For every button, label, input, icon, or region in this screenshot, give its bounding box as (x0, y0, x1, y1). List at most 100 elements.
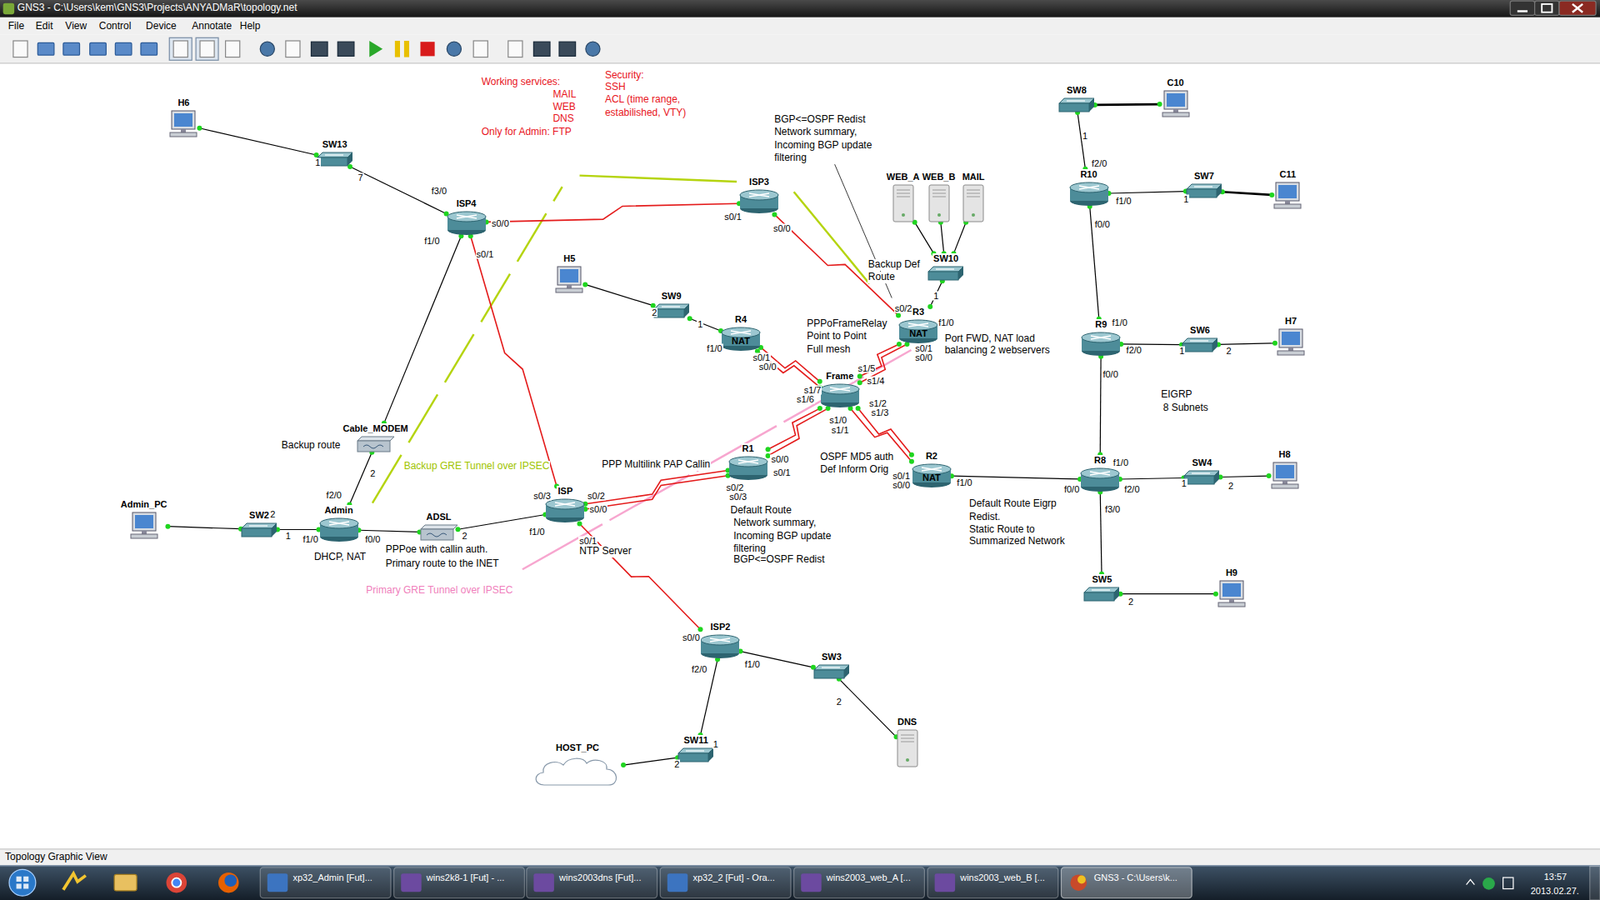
device-icon (128, 511, 160, 540)
interface-label: s0/0 (891, 480, 911, 490)
interface-label: f0/0 (1101, 370, 1119, 380)
link-status-dot (1269, 192, 1275, 198)
annotation-note: Def Inform Orig (819, 465, 890, 477)
device-icon (927, 265, 965, 281)
annotation-note: PPP Multilink PAP Callin (600, 459, 711, 471)
device-icon (966, 189, 980, 190)
ethernet-link (1120, 477, 1184, 480)
menu-item: Device (145, 20, 177, 33)
service-note: Working services: (480, 76, 561, 89)
device-icon (128, 511, 160, 540)
toolbar-icon (140, 42, 158, 55)
device-icon (814, 665, 850, 670)
network-device: WEB_B (921, 171, 957, 223)
device-icon (1070, 182, 1109, 193)
device-icon (316, 151, 354, 167)
device-icon (1214, 470, 1220, 485)
tunnel-path (580, 175, 738, 182)
interface-label: s0/1 (723, 211, 743, 221)
link-status-dot (347, 164, 353, 170)
device-name: SW6 (1189, 325, 1211, 336)
interface-label: s0/0 (914, 352, 934, 362)
network-device: H7 (1275, 315, 1307, 357)
interface-label: s0/0 (758, 361, 778, 371)
taskbar (533, 873, 554, 892)
device-name: SW4 (1191, 457, 1214, 469)
interface-label: f1/0 (705, 343, 723, 353)
device-icon (962, 184, 985, 223)
device-icon (1212, 338, 1218, 352)
device-name: DNS (896, 716, 918, 728)
taskbar (927, 867, 1059, 899)
interface-label: 2 (1127, 597, 1135, 607)
ethernet-link (915, 222, 935, 254)
interface-label: s0/3 (728, 492, 748, 502)
device-icon (1080, 467, 1120, 493)
interface-label: 2 (1225, 346, 1233, 356)
device-icon (1080, 331, 1121, 357)
device-icon (241, 528, 272, 537)
title-bar (1541, 4, 1552, 13)
ethernet-link (167, 526, 241, 530)
device-icon (900, 737, 915, 739)
toolbar-icon (200, 40, 215, 58)
device-icon (1274, 204, 1301, 209)
interface-label: 1 (712, 739, 720, 749)
link-status-dot (857, 380, 863, 385)
device-icon (653, 303, 690, 319)
device-icon (1059, 98, 1095, 104)
interface-label: s0/1 (772, 467, 792, 477)
device-icon (167, 110, 200, 139)
link-status-dot (765, 446, 771, 452)
interface-label: s0/1 (578, 535, 598, 545)
device-icon (1186, 184, 1222, 190)
device-icon (740, 190, 779, 200)
device-name: R2 (925, 450, 939, 462)
interface-label: f2/0 (325, 490, 343, 500)
device-icon (174, 113, 193, 127)
device-icon (132, 512, 156, 531)
network-device: SW9 (653, 290, 690, 319)
device-icon (1275, 182, 1300, 201)
taskbar (1482, 877, 1495, 890)
link-status-dot (1266, 473, 1272, 479)
menu-item: Help (240, 20, 261, 33)
interface-label: 1 (285, 530, 292, 540)
device-name: Admin_PC (120, 499, 169, 510)
tool-bar (0, 62, 1600, 64)
device-icon (135, 515, 154, 529)
interface-label: s1/1 (830, 425, 850, 435)
device-icon (814, 670, 845, 679)
link-status-dot (817, 405, 823, 411)
status-text: Topology Graphic View (5, 851, 108, 864)
device-icon (844, 665, 850, 679)
device-icon (1089, 98, 1095, 112)
interface-label: s0/0 (681, 633, 701, 643)
taskbar (218, 872, 239, 893)
network-device: H9 (1215, 567, 1248, 609)
service-note: WEB (551, 101, 576, 114)
interface-label: 2 (650, 307, 658, 317)
device-icon (545, 498, 585, 524)
taskbar (0, 865, 1600, 866)
ethernet-link (384, 235, 461, 423)
service-note: ACL (time range, (604, 94, 681, 106)
device-icon (928, 271, 959, 280)
device-name: H8 (1278, 449, 1292, 460)
link-status-dot (909, 459, 915, 465)
device-icon (363, 445, 384, 449)
tunnel-path (794, 191, 870, 284)
network-device: Frame (820, 370, 860, 409)
link-status-dot (582, 281, 588, 287)
device-name: C11 (1279, 169, 1298, 180)
menu-item: Control (99, 20, 132, 33)
taskbar-label: GNS3 - C:\Users\k... (1094, 872, 1178, 884)
toolbar-icon (37, 42, 55, 55)
link-status-dot (855, 405, 861, 411)
device-icon (531, 755, 624, 789)
device-icon (1190, 340, 1209, 341)
device-icon (966, 195, 980, 197)
interface-label: f1/0 (301, 534, 319, 544)
device-icon (730, 330, 751, 335)
device-icon (896, 729, 919, 768)
